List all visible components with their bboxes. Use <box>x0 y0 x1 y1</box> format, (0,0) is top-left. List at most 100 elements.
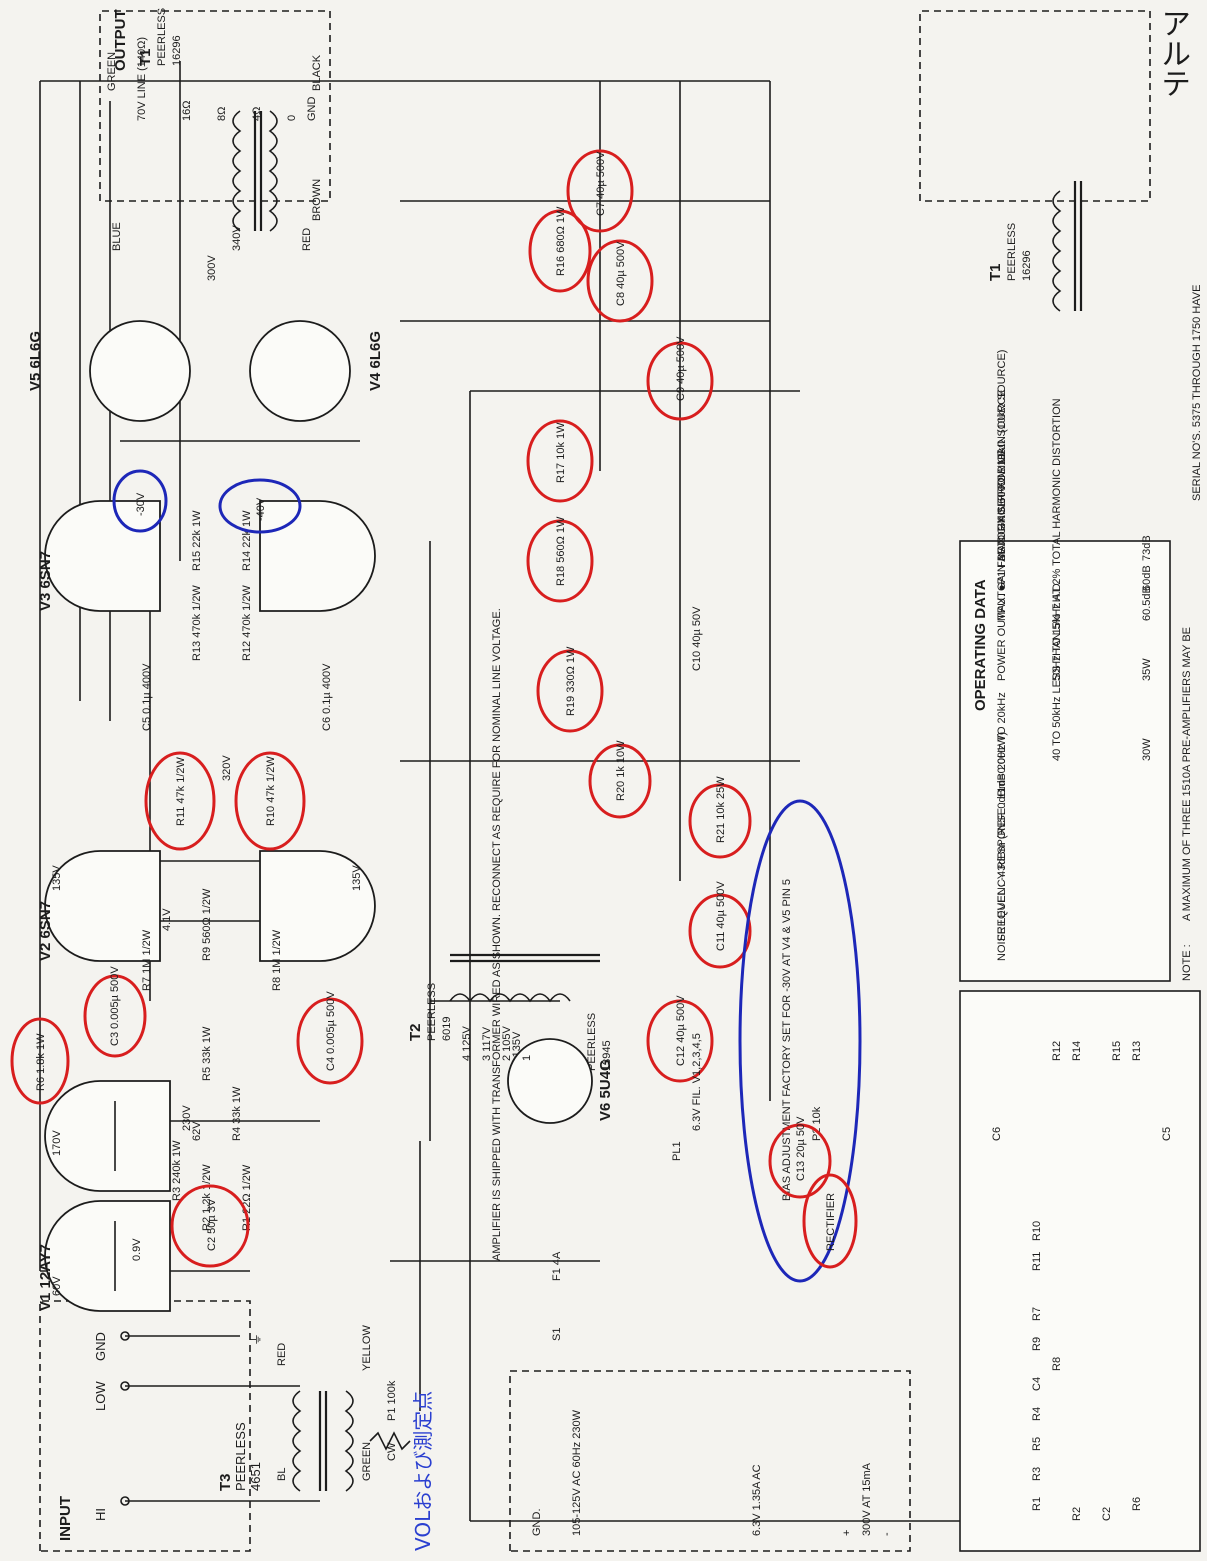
v2-135v-b: 135V <box>351 865 363 891</box>
c3-highlight <box>83 974 147 1058</box>
power-terminal-box <box>509 1370 911 1552</box>
board-r14: R14 <box>1071 1041 1083 1061</box>
t3-part: 4651 <box>248 1462 263 1491</box>
wiring <box>39 61 1150 1522</box>
serial-note: SERIAL NO'S. 5375 THROUGH 1750 HAVE <box>1191 285 1203 501</box>
op-row2-label: MAX. GAIN BRIDGING 600Ω LINE <box>996 450 1008 621</box>
c8-highlight <box>586 239 654 323</box>
tube-v1: V1 12AY7 60V 0.9V 170V 62V R2 1.2k 1/2W … <box>37 1080 253 1312</box>
l1-maker: PEERLESS <box>586 1013 598 1071</box>
t2-ref: T2 <box>407 1023 424 1041</box>
power-terminals: GND. 105-125V AC 60Hz 230W 6.3V 1.35A AC… <box>509 1370 911 1552</box>
gnd-symbol: ⏚ <box>248 1333 263 1346</box>
fuse-label: F1 4A <box>551 1251 563 1281</box>
input-terminal-hi: HI <box>93 1508 108 1521</box>
c5-label: C5 0.1µ 400V <box>141 663 153 731</box>
t1-part: 16296 <box>171 35 183 66</box>
output-box <box>99 10 331 202</box>
c13-highlight <box>768 1123 832 1199</box>
page-title: アルテ <box>1155 8 1190 98</box>
r3-label: R3 240k 1W <box>171 1140 183 1201</box>
op-title: OPERATING DATA <box>972 579 989 711</box>
t2-tap-105: 2 105V <box>501 1025 513 1061</box>
r8-label: R8 1M 1/2W <box>271 929 283 991</box>
c13-label: C13 20µ 50V <box>795 1116 807 1181</box>
board-layout: C6 C5 R12 R14 R15 R13 R10 R11 R7 R9 R8 C… <box>959 990 1201 1552</box>
r19-highlight <box>536 649 604 733</box>
t1-lead-blue: BLUE <box>111 222 123 251</box>
tube-v4: V4 6L6G <box>249 320 384 422</box>
op-row0-value: 73dB <box>1141 535 1153 561</box>
t1-ref: T1 <box>137 48 154 66</box>
shipped-note: AMPLIFIER IS SHIPPED WITH TRANSFORMER WI… <box>491 608 503 1261</box>
rectifier-highlight <box>802 1173 858 1269</box>
c4-highlight <box>296 997 364 1085</box>
t3-lead-bl: BL <box>276 1468 288 1481</box>
t2-tap-125: 4 125V <box>461 1025 473 1061</box>
r1-label: R1 22Ω 1/2W <box>241 1164 253 1231</box>
v320-label: 320V <box>221 755 233 781</box>
op-row5-label: FREQUENCY RESPONSE : ±1dB 20Hz TO 20kHz <box>996 692 1008 941</box>
r20-highlight <box>588 743 652 819</box>
r11-highlight <box>144 751 216 851</box>
t3-primary-coil <box>292 1390 302 1492</box>
r6-highlight <box>10 1017 70 1105</box>
v5-label: V5 6L6G <box>27 331 44 391</box>
output-tap-4: 4Ω <box>251 107 263 121</box>
op-row0-label: MAX. GAIN FROM 10kΩ SOURCE <box>996 390 1008 561</box>
output-title: OUTPUT <box>112 9 129 71</box>
v300-label: 300V <box>206 255 218 281</box>
board-r4: R4 <box>1031 1407 1043 1421</box>
t3-lead-red: RED <box>276 1343 288 1366</box>
c7-highlight <box>566 149 634 233</box>
c7-label: C7 40µ 500V <box>595 151 607 216</box>
v4-label: V4 6L6G <box>367 331 384 391</box>
bias-note: BIAS ADJUSTMENT FACTORY SET FOR -30V AT … <box>781 879 793 1201</box>
board-r3: R3 <box>1031 1467 1043 1481</box>
v1-09v: 0.9V <box>131 1238 143 1261</box>
v2-label: V2 6SN7 <box>37 901 54 961</box>
board-c4: C4 <box>1031 1377 1043 1391</box>
v230-label: 230V <box>181 1105 193 1131</box>
term-minus: - <box>881 1532 893 1536</box>
r7-label: R7 1M 1/2W <box>141 929 153 991</box>
r18-highlight <box>526 519 594 603</box>
term-300v: 300V AT 15mA <box>861 1462 873 1536</box>
tube-v5: V5 6L6G <box>27 320 191 422</box>
op-row2-value: 60.5dB <box>1141 586 1153 621</box>
alt-t1-maker: PEERLESS <box>1006 223 1018 281</box>
pl1-label: PL1 <box>671 1141 683 1161</box>
v3-m40v-highlight <box>218 478 302 534</box>
v2-41v: 4.1V <box>161 908 173 931</box>
output-section: OUTPUT 70V LINE (140Ω) 16Ω 8Ω 4Ω 0 GND <box>99 9 331 202</box>
c6-label: C6 0.1µ 400V <box>321 663 333 731</box>
board-r11: R11 <box>1031 1252 1043 1271</box>
board-r7: R7 <box>1031 1307 1043 1321</box>
t1-lead-green: GREEN <box>106 52 118 91</box>
input-section: INPUT HI LOW GND ⏚ T3 PEERLESS 4651 BL R… <box>39 1300 373 1552</box>
t1-maker: PEERLESS <box>156 8 168 66</box>
r18-label: R18 560Ω 1W <box>555 516 567 586</box>
op-row3-value: 35W <box>1141 658 1153 681</box>
r16-label: R16 680Ω 1W <box>555 206 567 276</box>
r11-label: R11 47k 1/2W <box>175 756 187 826</box>
input-terminal-gnd: GND <box>93 1332 108 1361</box>
term-63v: 6.3V 1.35A AC <box>751 1464 763 1536</box>
op-row1-value: 60dB <box>1141 565 1153 591</box>
v340-label: 340V <box>231 225 243 251</box>
t3-secondary-coil <box>344 1390 354 1492</box>
c10-label: C10 40µ 50V <box>691 606 703 671</box>
output-tap-70v: 70V LINE (140Ω) <box>136 37 148 121</box>
r2-label: R2 1.2k 1/2W <box>201 1164 213 1231</box>
board-r10: R10 <box>1031 1221 1043 1241</box>
t2-maker: PEERLESS <box>426 983 438 1041</box>
p1-pot: P1 100k CW <box>369 1380 411 1461</box>
r21-highlight <box>688 783 752 859</box>
board-box <box>959 990 1201 1552</box>
rectifier-label: RECTIFIER <box>825 1193 837 1251</box>
output-tap-0: 0 <box>286 115 298 121</box>
output-tap-8: 8Ω <box>216 107 228 121</box>
v1-60v: 60V <box>51 1276 63 1296</box>
t3-maker: PEERLESS <box>233 1422 248 1491</box>
c12-label: C12 40µ 500V <box>675 995 687 1066</box>
